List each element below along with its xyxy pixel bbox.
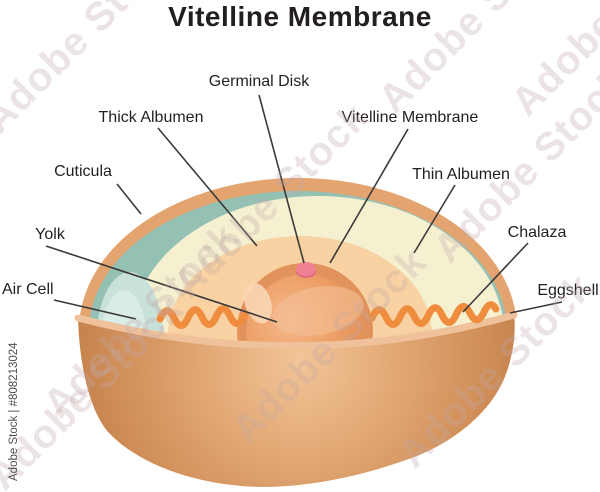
label-thick-albumen: Thick Albumen [99, 109, 204, 126]
label-yolk: Yolk [35, 226, 66, 243]
leader-line-cuticula [116, 183, 142, 215]
leader-line-yolk [45, 245, 278, 323]
bowl-rim-highlight [74, 311, 518, 350]
label-air-cell: Air Cell [2, 281, 54, 298]
label-cuticula: Cuticula [54, 163, 112, 180]
leader-line-thin-albumen [413, 184, 456, 254]
label-eggshell: Eggshell [537, 282, 598, 299]
diagram-title: Vitelline Membrane [168, 1, 432, 32]
leader-lines [45, 94, 563, 323]
germinal-disk-shape [296, 262, 316, 276]
label-germinal-disk: Germinal Disk [209, 73, 310, 90]
chalaza-left [156, 305, 248, 329]
leader-line-thick-albumen [157, 127, 258, 247]
leader-line-germinal-disk [258, 94, 305, 264]
label-chalaza: Chalaza [508, 224, 567, 241]
watermark-stock-id: Adobe Stock | #808213024 [8, 342, 20, 481]
eggshell-bowl [78, 314, 515, 487]
yolk-sheen [272, 286, 364, 336]
label-vitelline-membrane: Vitelline Membrane [342, 109, 479, 126]
leader-line-eggshell [509, 301, 563, 314]
label-thin-albumen: Thin Albumen [412, 166, 510, 183]
leader-line-chalaza [462, 242, 529, 313]
egg-cross-section [79, 178, 517, 345]
chalaza-right [368, 301, 500, 328]
leader-line-air-cell [53, 299, 137, 320]
leader-line-vitelline-membrane [329, 128, 409, 264]
